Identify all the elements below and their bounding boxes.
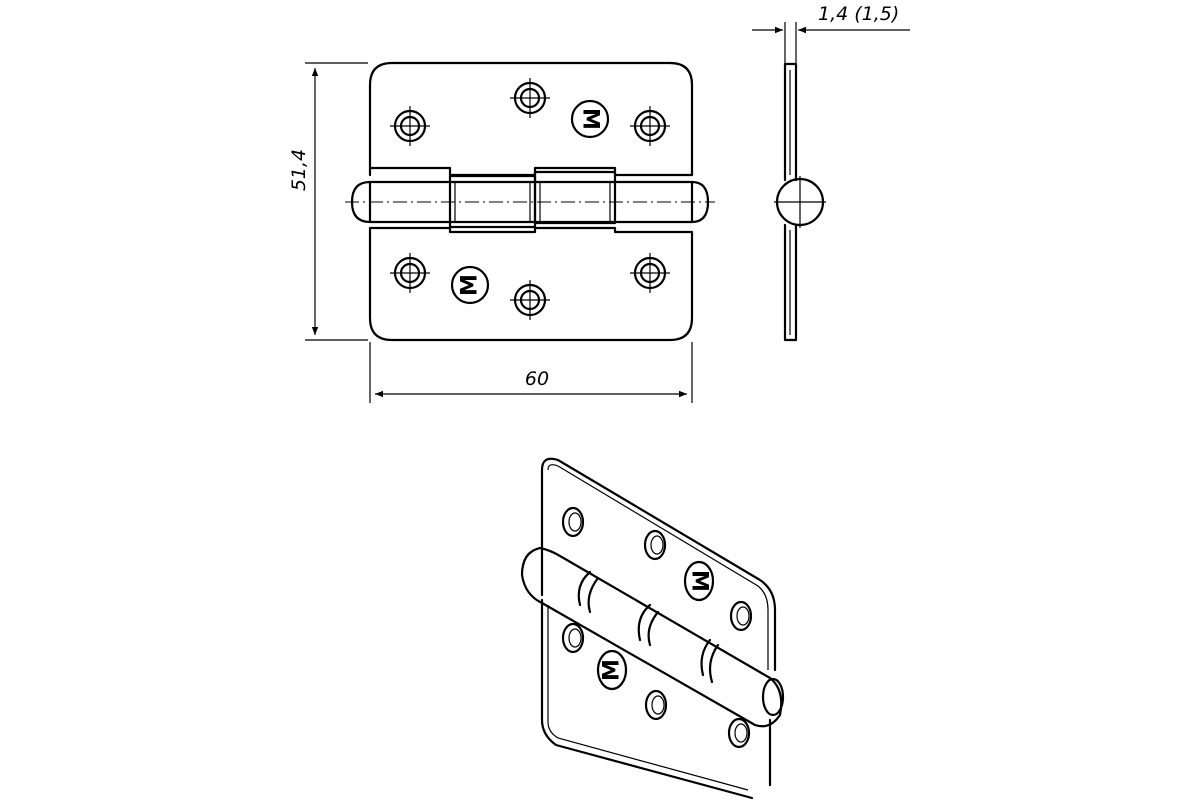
iso-screw-hole	[729, 600, 753, 632]
side-view	[774, 62, 826, 342]
isometric-view: M M	[520, 457, 785, 800]
logo-letter: M	[687, 570, 712, 592]
iso-knuckle-barrel	[520, 546, 783, 728]
height-dimension: 51,4	[288, 62, 368, 341]
screw-hole	[630, 253, 670, 293]
iso-pin-end	[761, 677, 785, 717]
bottom-leaf-outline	[368, 226, 694, 342]
screw-hole	[510, 280, 550, 320]
iso-bottom-leaf	[540, 598, 772, 800]
logo-letter: M	[600, 659, 625, 681]
front-view: M M	[345, 61, 715, 342]
iso-screw-hole	[561, 506, 585, 538]
thickness-dimension-label: 1,4 (1,5)	[818, 3, 899, 25]
iso-screw-hole	[727, 717, 751, 749]
width-dimension-label: 60	[525, 368, 549, 390]
screw-hole	[510, 78, 550, 118]
top-leaf-outline	[368, 61, 694, 177]
logo-emblem: M	[450, 265, 490, 305]
screw-hole	[390, 106, 430, 146]
thickness-dimension: 1,4 (1,5)	[752, 3, 910, 64]
logo-letter: M	[458, 274, 483, 296]
screw-hole	[390, 253, 430, 293]
logo-emblem: M	[570, 99, 610, 139]
iso-top-leaf	[540, 457, 777, 672]
iso-screw-hole	[643, 529, 667, 561]
iso-screw-hole	[644, 689, 668, 721]
iso-logo-emblem: M	[683, 560, 715, 602]
iso-screw-hole	[561, 622, 585, 654]
logo-letter: M	[578, 108, 603, 130]
knuckle-segment-right	[533, 170, 617, 225]
screw-hole	[630, 106, 670, 146]
height-dimension-label: 51,4	[288, 149, 310, 191]
width-dimension: 60	[369, 342, 693, 403]
iso-logo-emblem: M	[596, 649, 628, 691]
